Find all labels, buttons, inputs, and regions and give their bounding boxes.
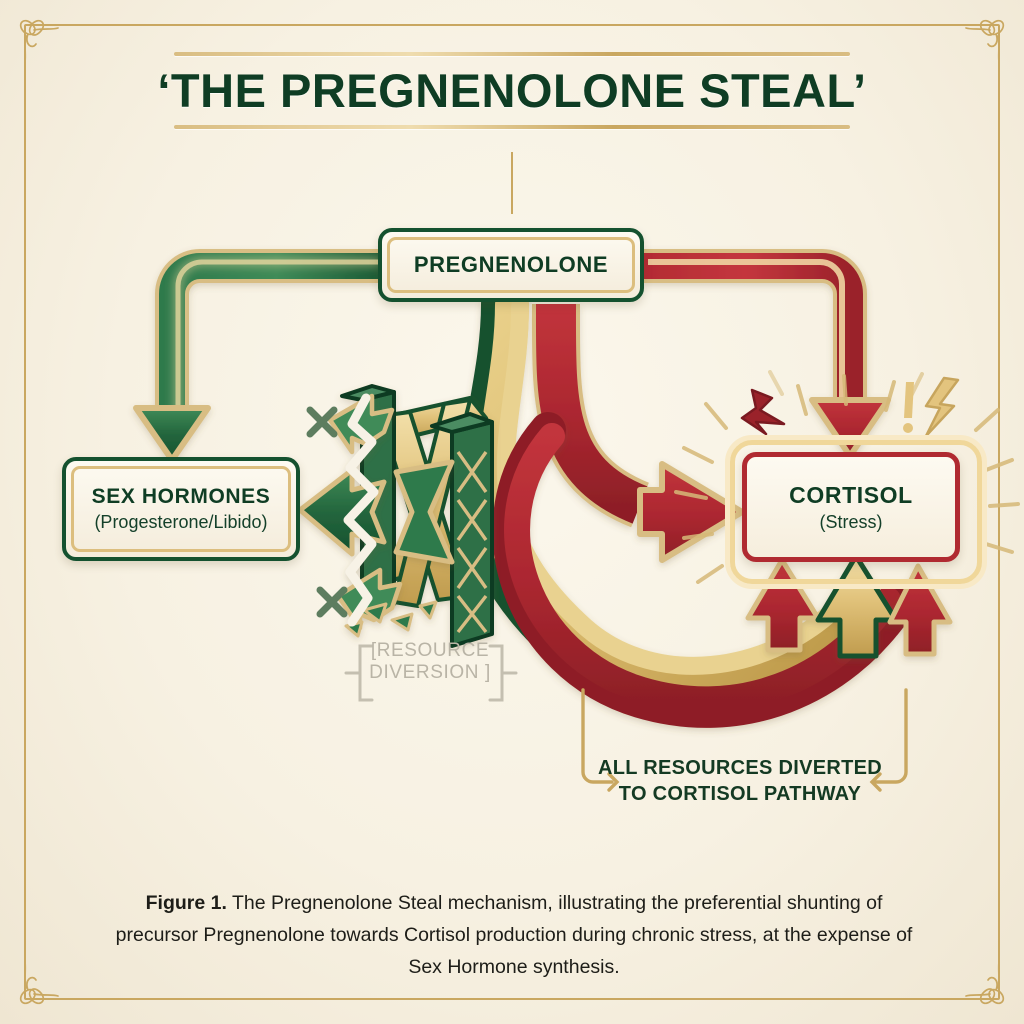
resource-diversion-line-2: DIVERSION ] — [369, 661, 491, 683]
figure-title-block: ‘THE PREGNENOLONE STEAL’ — [0, 52, 1024, 130]
figure-caption-text: The Pregnenolone Steal mechanism, illust… — [115, 892, 913, 978]
node-sex-hormones-label: SEX HORMONES — [91, 485, 271, 508]
red-lightning-bolt-icon — [740, 388, 786, 436]
node-sex-hormones[interactable]: SEX HORMONES (Progesterone/Libido) — [62, 457, 300, 561]
resource-diversion-label: [RESOURCE DIVERSION ] — [350, 640, 510, 684]
resource-diversion-bracket — [344, 644, 518, 702]
red-flow-arrow-icon — [642, 249, 891, 459]
diverted-line-2: TO CORTISOL PATHWAY — [618, 783, 862, 805]
gold-flow-arrow-icon — [745, 553, 953, 659]
node-inner-border — [71, 466, 291, 552]
exclamation-mark-icon — [903, 382, 914, 433]
diverted-bracket — [581, 688, 908, 792]
cross-mark-icon — [306, 406, 348, 618]
resource-diversion-line-1: [RESOURCE — [370, 640, 490, 661]
node-pregnenolone-label: PREGNENOLONE — [413, 252, 609, 277]
page-title: ‘THE PREGNENOLONE STEAL’ — [157, 64, 867, 117]
broken-arrow-icon — [297, 393, 455, 638]
node-cortisol-label: CORTISOL — [789, 481, 913, 508]
green-flow-arrow-icon — [133, 249, 381, 463]
diverted-label: ALL RESOURCES DIVERTED TO CORTISOL PATHW… — [580, 755, 900, 807]
node-pregnenolone[interactable]: PREGNENOLONE — [378, 228, 644, 302]
node-cortisol-sublabel: (Stress) — [819, 511, 883, 532]
diverted-line-1: ALL RESOURCES DIVERTED — [597, 757, 883, 779]
gold-flow-arrow-icon — [460, 281, 916, 728]
node-sex-hormones-sublabel: (Progesterone/Libido) — [94, 512, 268, 532]
gold-lightning-bolt-icon — [924, 376, 960, 438]
figure-caption: Figure 1. The Pregnenolone Steal mechani… — [108, 888, 920, 983]
red-flow-arrow-icon — [531, 303, 745, 563]
node-cortisol[interactable]: CORTISOL (Stress) — [742, 452, 960, 562]
title-rule-top — [174, 52, 850, 56]
figure-caption-label: Figure 1. — [145, 892, 227, 914]
title-rule-bottom — [174, 125, 850, 130]
title-connector-line — [511, 152, 513, 214]
